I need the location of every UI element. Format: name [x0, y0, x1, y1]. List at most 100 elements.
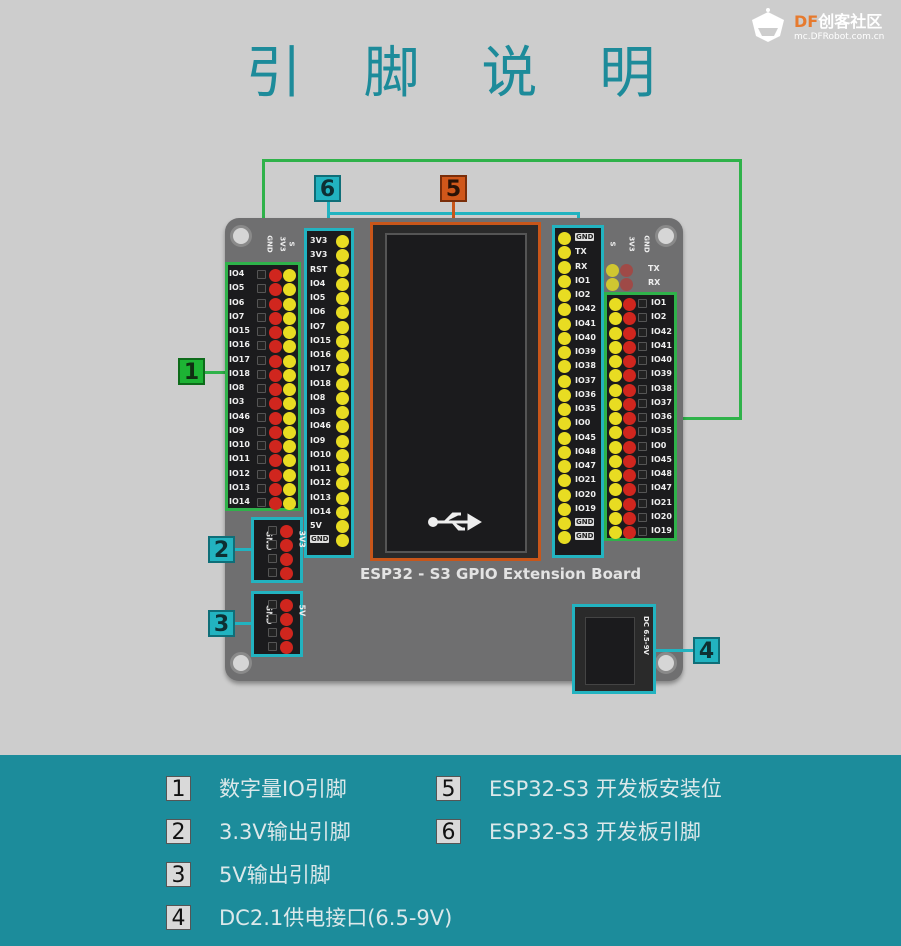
socket-pin-label: IO4 [310, 278, 326, 288]
socket-pin [558, 474, 571, 488]
socket-pin-label: IO21 [575, 475, 596, 485]
socket-pin [558, 346, 571, 359]
socket-pin-label: IO2 [575, 290, 591, 299]
dc-jack-area: DC 6.5-9V [572, 604, 656, 694]
socket-pin [558, 431, 571, 445]
callout-1-line [262, 159, 265, 263]
power-pin [623, 483, 636, 497]
signal-pin [609, 298, 622, 311]
io-pin-label: IO41 [651, 340, 672, 350]
callout-6: 6 [314, 175, 341, 202]
power-pin [269, 297, 282, 311]
socket-pin [558, 517, 571, 530]
power-pin [623, 469, 636, 482]
socket-pin-label: IO47 [575, 461, 596, 470]
gnd-pin [268, 540, 277, 549]
power-pin [280, 525, 293, 538]
socket-pin [336, 391, 349, 405]
power-pin [623, 312, 636, 326]
io-pin-label: IO35 [651, 426, 672, 436]
socket-pin [336, 320, 349, 334]
signal-pin [283, 340, 296, 354]
logo-brand: DF创客社区 [794, 12, 883, 31]
legend-text: DC2.1供电接口(6.5-9V) [219, 906, 453, 930]
socket-pin [558, 260, 571, 274]
header-label: 3V3 [278, 236, 287, 252]
socket-pin [558, 232, 571, 245]
header-label: S [608, 241, 617, 247]
signal-pin [609, 426, 622, 440]
socket-pin-label: IO35 [575, 404, 596, 413]
legend-num: 3 [166, 861, 191, 888]
io-pin-label: IO45 [651, 454, 672, 464]
power-pin [269, 383, 282, 396]
io-pin-label: IO46 [229, 411, 250, 421]
header-label: S [287, 241, 296, 247]
socket-pin [558, 488, 571, 502]
socket-pin-label: RX [575, 261, 588, 271]
socket-pin [558, 403, 571, 416]
io-pin-label: IO5 [229, 283, 245, 293]
power-pin [623, 426, 636, 440]
gnd-pin [638, 299, 647, 308]
power-pin [280, 613, 293, 626]
socket-pin [336, 491, 349, 505]
gnd-pin [638, 356, 647, 365]
gnd-pin [257, 498, 266, 507]
mount-hole [655, 225, 677, 247]
gnd-pin [268, 614, 277, 623]
signal-pin [283, 297, 296, 311]
socket-pin [336, 377, 349, 391]
socket-pin [558, 303, 571, 317]
socket-pin [558, 289, 571, 302]
socket-pin [336, 434, 349, 448]
signal-pin [283, 440, 296, 453]
callout-5: 5 [440, 175, 467, 202]
io-pin-label: IO37 [651, 397, 672, 407]
esp32-mount-area [370, 222, 541, 561]
io-pin-label: IO39 [651, 369, 672, 379]
socket-pin [336, 306, 349, 320]
socket-pin-label: GND [575, 233, 595, 241]
socket-pin-label: IO19 [575, 503, 596, 513]
socket-pin [336, 249, 349, 263]
io-pin-label: IO8 [229, 383, 245, 392]
power-pin [269, 425, 282, 439]
legend-num: 2 [166, 818, 191, 845]
board-title: ESP32 - S3 GPIO Extension Board [360, 565, 642, 583]
socket-pin [558, 417, 571, 431]
io-pin-label: IO47 [651, 483, 672, 493]
socket-pin-label: IO20 [575, 489, 596, 499]
power-pin [623, 454, 636, 468]
power-pin [623, 412, 636, 425]
io-pin-label: IO7 [229, 311, 245, 321]
gnd-pin [638, 398, 647, 408]
io-pin-label: IO36 [651, 412, 672, 421]
gnd-pin [268, 642, 277, 651]
callout-1-line [262, 159, 742, 162]
gnd-pin [257, 270, 266, 279]
signal-pin [283, 482, 296, 496]
socket-pin-label: 3V3 [310, 250, 328, 260]
signal-pin [609, 454, 622, 468]
io-pin-label: IO17 [229, 354, 250, 364]
signal-pin [283, 354, 296, 368]
3v3-label: 3V3 [297, 530, 307, 548]
power-pin [623, 497, 636, 511]
gnd-pin [257, 327, 266, 336]
socket-pin-label: IO17 [310, 364, 331, 374]
gnd-pin [257, 355, 266, 365]
socket-pin-label: IO18 [310, 378, 331, 388]
socket-pin [336, 235, 349, 248]
signal-pin [609, 440, 622, 454]
io-pin-label: IO13 [229, 482, 250, 492]
legend-text: 5V输出引脚 [219, 863, 331, 887]
socket-pin [558, 388, 571, 402]
gnd-pin [268, 628, 277, 637]
socket-pin [336, 277, 349, 291]
signal-pin [609, 340, 622, 354]
socket-pin-label: IO37 [575, 375, 596, 385]
